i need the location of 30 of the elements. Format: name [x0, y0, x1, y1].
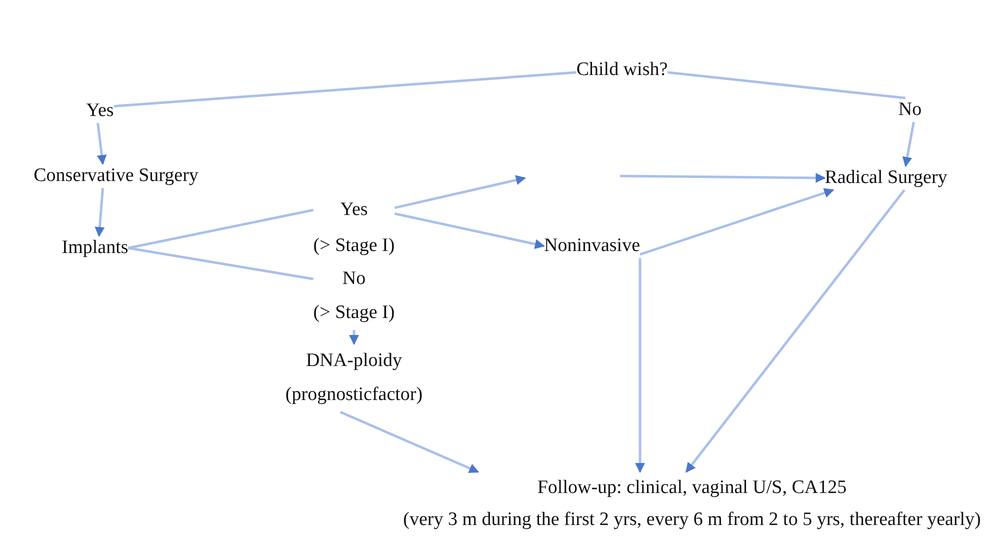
- arrow: [902, 122, 915, 167]
- test-text: (prognosticfactor): [285, 383, 423, 407]
- answer-text: Yes: [86, 99, 114, 123]
- connector-line: [114, 71, 576, 108]
- finding-text: Implants: [62, 236, 128, 260]
- answer-text: No: [898, 98, 922, 122]
- answer-text: Yes: [339, 198, 369, 222]
- connector-line: [128, 246, 314, 280]
- test-text: DNA-ploidy: [304, 349, 404, 373]
- answer-text: (> Stage I): [313, 301, 395, 325]
- arrow: [394, 212, 545, 249]
- arrow: [640, 188, 834, 256]
- arrow: [96, 122, 107, 165]
- arrow: [349, 330, 359, 345]
- finding-text: Noninvasive: [544, 234, 640, 258]
- connector-line: [668, 71, 906, 100]
- arrow: [340, 410, 480, 474]
- answer-text: No: [341, 267, 367, 291]
- connector-line: [128, 208, 314, 250]
- arrow: [394, 175, 526, 210]
- arrow: [685, 189, 906, 473]
- arrow: [94, 188, 105, 237]
- arrow: [635, 258, 646, 473]
- treatment-text: Radical Surgery: [824, 166, 948, 190]
- follow-up-text: (very 3 m during the first 2 yrs, every 6 m from 2 to 5 yrs, thereafter yearly): [403, 508, 981, 532]
- treatment-text: Conservative Surgery: [34, 164, 198, 188]
- follow-up-text: Follow-up: clinical, vaginal U/S, CA125: [536, 476, 848, 500]
- question-text: Child wish?: [576, 58, 668, 82]
- arrow: [620, 172, 826, 183]
- answer-text: (> Stage I): [313, 234, 395, 258]
